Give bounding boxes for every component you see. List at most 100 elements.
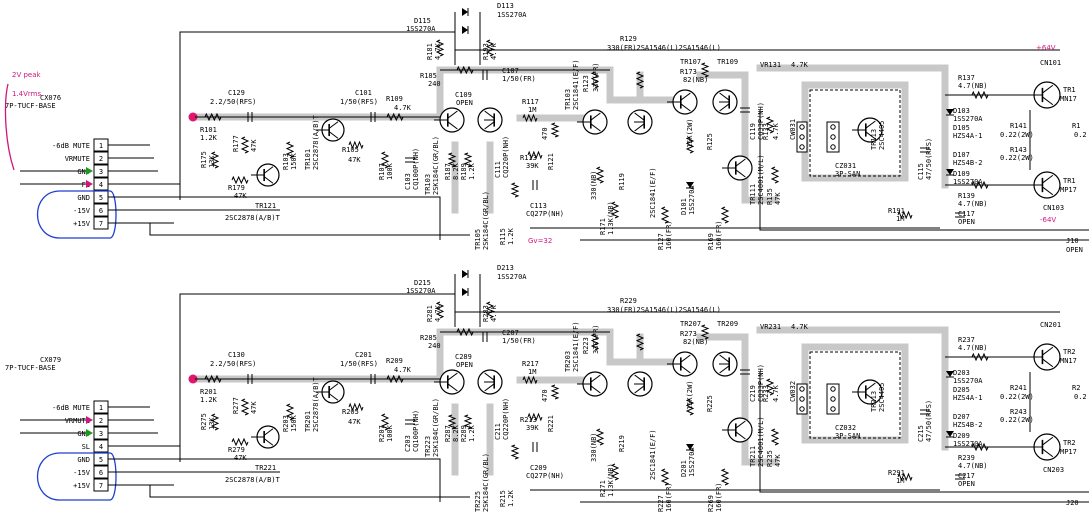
label-c109-value: OPEN bbox=[456, 361, 473, 369]
resistor-r123 bbox=[590, 333, 600, 351]
resistor-r169 bbox=[720, 468, 730, 486]
label-tr113: TR213 bbox=[870, 391, 878, 412]
transistor-collector bbox=[634, 112, 645, 121]
resistor-r177 bbox=[240, 136, 250, 154]
label-r177: R177 bbox=[232, 135, 240, 152]
resistor-r127 bbox=[660, 206, 670, 224]
label-d109-value: 1SS270A bbox=[953, 178, 983, 186]
connector-pin-dot bbox=[799, 406, 805, 412]
label-c107: C207 bbox=[502, 329, 519, 337]
label-c117-value: OPEN bbox=[958, 218, 975, 226]
label-d103: D203 bbox=[953, 369, 970, 377]
label-r105: R105 bbox=[342, 146, 359, 154]
label-r123-value: 330(FR) bbox=[592, 62, 600, 92]
label-r133: R233 bbox=[762, 385, 770, 402]
label-r107-value: 100K bbox=[386, 162, 394, 180]
label-cz: CZ032 bbox=[835, 424, 856, 432]
label-r181-value: 4.7K bbox=[434, 42, 442, 60]
feedback-rail bbox=[179, 31, 455, 200]
label-d107-value: HZS4B-2 bbox=[953, 421, 983, 429]
label-tr1034: TR103 bbox=[564, 89, 572, 110]
label-cz: CZ031 bbox=[835, 162, 856, 170]
pin-label: +15V bbox=[73, 482, 91, 490]
label-cn-top: CN201 bbox=[1040, 321, 1061, 329]
pin-label: -6dB MUTE bbox=[52, 404, 90, 412]
diode-d115 bbox=[462, 288, 468, 296]
label-r189-value: 1.2K bbox=[468, 424, 476, 442]
label-cz-value: 3P-SAN bbox=[835, 170, 860, 178]
label-tr101: TR201 bbox=[304, 411, 312, 432]
resistor-r193 bbox=[485, 301, 495, 319]
supply-rail-circle bbox=[37, 452, 117, 501]
label-c129-value: 2.2/50(RFS) bbox=[210, 98, 256, 106]
resistor-r181 bbox=[435, 39, 445, 57]
connector-pin-dot bbox=[799, 144, 805, 150]
label-r143-value: 0.22(2W) bbox=[1000, 416, 1034, 424]
transistor-collector bbox=[680, 354, 691, 363]
label-r175: R275 bbox=[200, 413, 208, 430]
label-r127-value: 160(FR) bbox=[665, 220, 673, 250]
label-d115-value: 1SS270A bbox=[406, 287, 436, 295]
transistor-emitter bbox=[447, 383, 458, 392]
resistor-r121 bbox=[550, 122, 560, 138]
transistor-emitter bbox=[1042, 358, 1054, 368]
resistor-r107 bbox=[380, 413, 390, 431]
label-c119-value: CQ33P(NH) bbox=[757, 364, 765, 402]
connector-pin-dot bbox=[799, 134, 805, 140]
resistor-r193 bbox=[485, 39, 495, 57]
label-c103: C203 bbox=[404, 435, 412, 452]
resistor-r173 bbox=[700, 62, 710, 78]
label-c115-value: 47/50(RFS) bbox=[925, 138, 933, 180]
label-r135-value: 47K bbox=[774, 454, 782, 467]
label-c111: C111 bbox=[494, 161, 502, 178]
transistor-emitter bbox=[735, 169, 746, 178]
resistor-r189 bbox=[463, 414, 473, 430]
label-r175-value: 13K bbox=[208, 417, 216, 430]
label-r189: R289 bbox=[460, 425, 468, 442]
transistor-collector bbox=[328, 383, 339, 391]
label-r105: R205 bbox=[342, 408, 359, 416]
label-tr113-value: 2SC4495 bbox=[878, 120, 886, 150]
label-r135-value: 47K bbox=[774, 192, 782, 205]
label-tr121: TR121 bbox=[255, 202, 276, 210]
label-r169: R269 bbox=[707, 495, 715, 512]
label-c119-value: CQ33P(NH) bbox=[757, 102, 765, 140]
label-r185-value: 240 bbox=[428, 80, 441, 88]
label-r181-value: 4.7K bbox=[434, 304, 442, 322]
label-r137: R237 bbox=[958, 336, 975, 344]
label-r113: R113 bbox=[520, 154, 537, 162]
resistor-r179 bbox=[231, 437, 249, 447]
label-r173-value: 82(NB) bbox=[683, 76, 708, 84]
label-r117: R217 bbox=[522, 360, 539, 368]
resistor-r171 bbox=[610, 201, 620, 219]
label-r125: R125 bbox=[706, 133, 714, 150]
label-tr1034-value-b: 2SC1841(E/F) bbox=[649, 167, 657, 218]
plus-rail bbox=[108, 222, 470, 236]
input-node-dot bbox=[188, 112, 198, 122]
label-d105: D105 bbox=[953, 124, 970, 132]
input-arrow-gnd-head bbox=[86, 429, 93, 437]
transistor-emitter bbox=[1042, 448, 1054, 458]
label-d113: D213 bbox=[497, 264, 514, 272]
label-jack: J20 bbox=[1066, 499, 1079, 507]
pin-label: VRMUTE bbox=[65, 417, 90, 425]
pin-number: 1 bbox=[99, 142, 103, 150]
annotation-bracket bbox=[4, 83, 15, 171]
label-tr101-value: 2SC2878(A/B)T bbox=[312, 376, 320, 432]
transistor-emitter bbox=[484, 383, 495, 392]
label-r103-value: 150K bbox=[290, 414, 298, 432]
label-r127-value: 160(FR) bbox=[665, 482, 673, 512]
resistor-r125 bbox=[685, 398, 695, 416]
label-r143: R143 bbox=[1010, 146, 1027, 154]
label-cn-top: CN101 bbox=[1040, 59, 1061, 67]
resistor-r123b bbox=[635, 71, 645, 89]
label-r143: R243 bbox=[1010, 408, 1027, 416]
connector-type: 7P-TUCF-BASE bbox=[5, 364, 56, 372]
label-r115: R115 bbox=[499, 228, 507, 245]
label-cn-bot: CN203 bbox=[1043, 466, 1064, 474]
transistor-collector bbox=[1042, 346, 1054, 356]
label-tr111: TR111 bbox=[749, 184, 757, 205]
pin-label: GND bbox=[77, 194, 90, 202]
label-cw031: CW031 bbox=[789, 119, 797, 140]
